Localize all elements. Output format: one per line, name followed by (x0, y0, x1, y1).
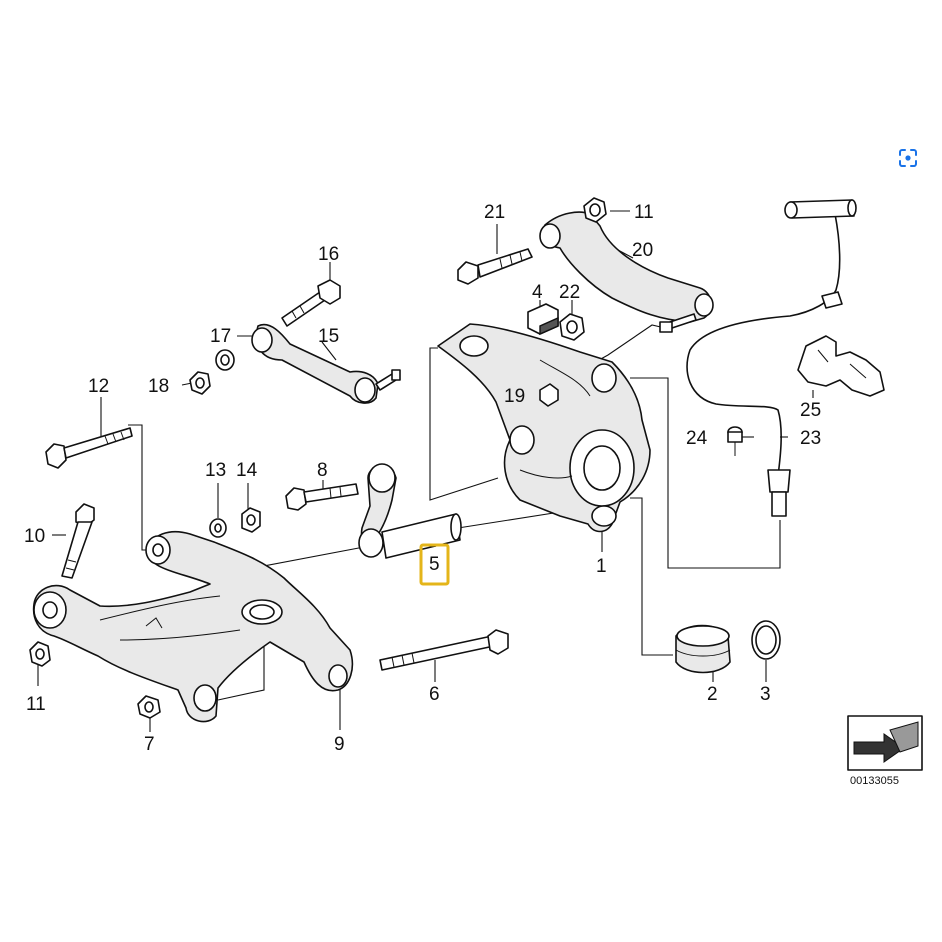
nut-22 (559, 313, 585, 341)
callout-22: 22 (559, 282, 580, 303)
callout-5: 5 (429, 554, 440, 575)
washer-17 (215, 349, 235, 371)
callout-16: 16 (318, 244, 339, 265)
circlip-3 (751, 620, 781, 660)
bushing-2 (675, 624, 731, 674)
callout-1: 1 (596, 556, 607, 577)
bolt-6 (379, 629, 509, 671)
callout-11-upper: 11 (634, 202, 654, 223)
bolt-10 (61, 503, 95, 579)
visual-search-button[interactable] (886, 140, 930, 176)
callout-7: 7 (144, 734, 155, 755)
callout-18: 18 (148, 376, 169, 397)
callout-17: 17 (210, 326, 231, 347)
callout-14: 14 (236, 460, 258, 481)
upper-arm-20 (539, 211, 714, 333)
callout-24: 24 (686, 428, 708, 449)
callout-20: 20 (632, 240, 653, 261)
callout-6: 6 (429, 684, 440, 705)
link-15 (251, 323, 401, 404)
callout-9: 9 (334, 734, 345, 755)
callout-13: 13 (205, 460, 226, 481)
subframe-9 (32, 530, 354, 723)
callout-23: 23 (800, 428, 821, 449)
clip-25 (797, 335, 885, 397)
wheel-carrier-1 (437, 323, 651, 533)
link-5 (358, 463, 462, 559)
washer-13 (209, 518, 227, 538)
callout-4: 4 (532, 282, 543, 303)
visual-search-icon (899, 149, 917, 167)
nut-14 (241, 507, 261, 533)
bolt-8 (285, 483, 359, 511)
arrow-icon (853, 733, 905, 763)
cap-4 (527, 303, 559, 336)
callout-10: 10 (24, 526, 45, 547)
nut-11-upper (583, 197, 607, 223)
bolt-21 (457, 248, 533, 285)
callout-15: 15 (318, 326, 339, 347)
callout-25: 25 (800, 400, 821, 421)
callout-8: 8 (317, 460, 328, 481)
reference-badge (847, 715, 923, 771)
bolt-16 (281, 279, 341, 327)
diagram-reference-number: 00133055 (850, 775, 899, 787)
nut-7 (137, 695, 161, 719)
callout-19: 19 (504, 386, 525, 407)
callout-2: 2 (707, 684, 718, 705)
callout-5-highlight (419, 543, 450, 586)
callout-12: 12 (88, 376, 109, 397)
upper-control-arm-group (457, 197, 714, 333)
callout-21: 21 (484, 202, 505, 223)
callout-labels: 21 11 20 16 4 22 17 15 18 12 19 25 24 23… (24, 202, 821, 755)
nut-18 (189, 371, 211, 395)
nut-11-lower (29, 641, 51, 667)
bolt-12 (45, 427, 133, 469)
callout-3: 3 (760, 684, 771, 705)
callout-11-lower: 11 (26, 694, 46, 715)
screw-24 (727, 426, 743, 456)
sensor-cable-23 (686, 199, 857, 517)
